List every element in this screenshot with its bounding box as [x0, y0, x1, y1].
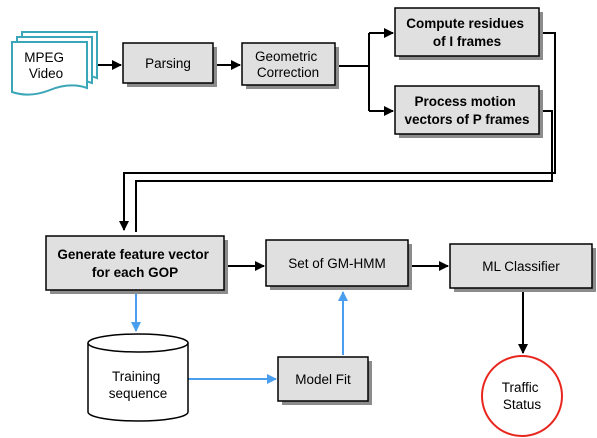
parsing-box: Parsing	[122, 42, 217, 87]
connectors-blue	[131, 291, 348, 384]
training-sequence-label: Training sequence	[109, 369, 168, 401]
merge-path-process	[135, 110, 553, 232]
traffic-status-circle: Traffic Status	[481, 355, 563, 437]
merge-path-compute	[119, 32, 556, 231]
mpeg-video-document-icon: MPEG Video	[11, 31, 98, 96]
compute-residues-label: Compute residues of I frames	[406, 16, 528, 49]
process-motion-box: Process motion vectors of P frames	[394, 85, 543, 138]
process-motion-label: Process motion vectors of P frames	[404, 94, 529, 127]
compute-residues-box: Compute residues of I frames	[394, 7, 543, 60]
training-sequence-database-icon: Training sequence	[87, 333, 189, 422]
ml-classifier-label: ML Classifier	[482, 259, 560, 274]
connectors-black	[97, 28, 556, 354]
set-gmhmm-box: Set of GM-HMM	[265, 239, 412, 290]
generate-feature-box: Generate feature vector for each GOP	[45, 235, 228, 294]
model-fit-box: Model Fit	[277, 356, 372, 405]
geometric-correction-label: Geometric Correction	[255, 49, 321, 80]
generate-feature-label: Generate feature vector for each GOP	[57, 247, 212, 280]
geometric-correction-box: Geometric Correction	[241, 42, 339, 89]
set-gmhmm-label: Set of GM-HMM	[288, 256, 386, 271]
model-fit-label: Model Fit	[295, 372, 351, 387]
traffic-status-label: Traffic Status	[502, 380, 543, 412]
parsing-label: Parsing	[145, 56, 191, 71]
mpeg-video-label: MPEG Video	[24, 50, 68, 81]
ml-classifier-box: ML Classifier	[449, 243, 596, 292]
